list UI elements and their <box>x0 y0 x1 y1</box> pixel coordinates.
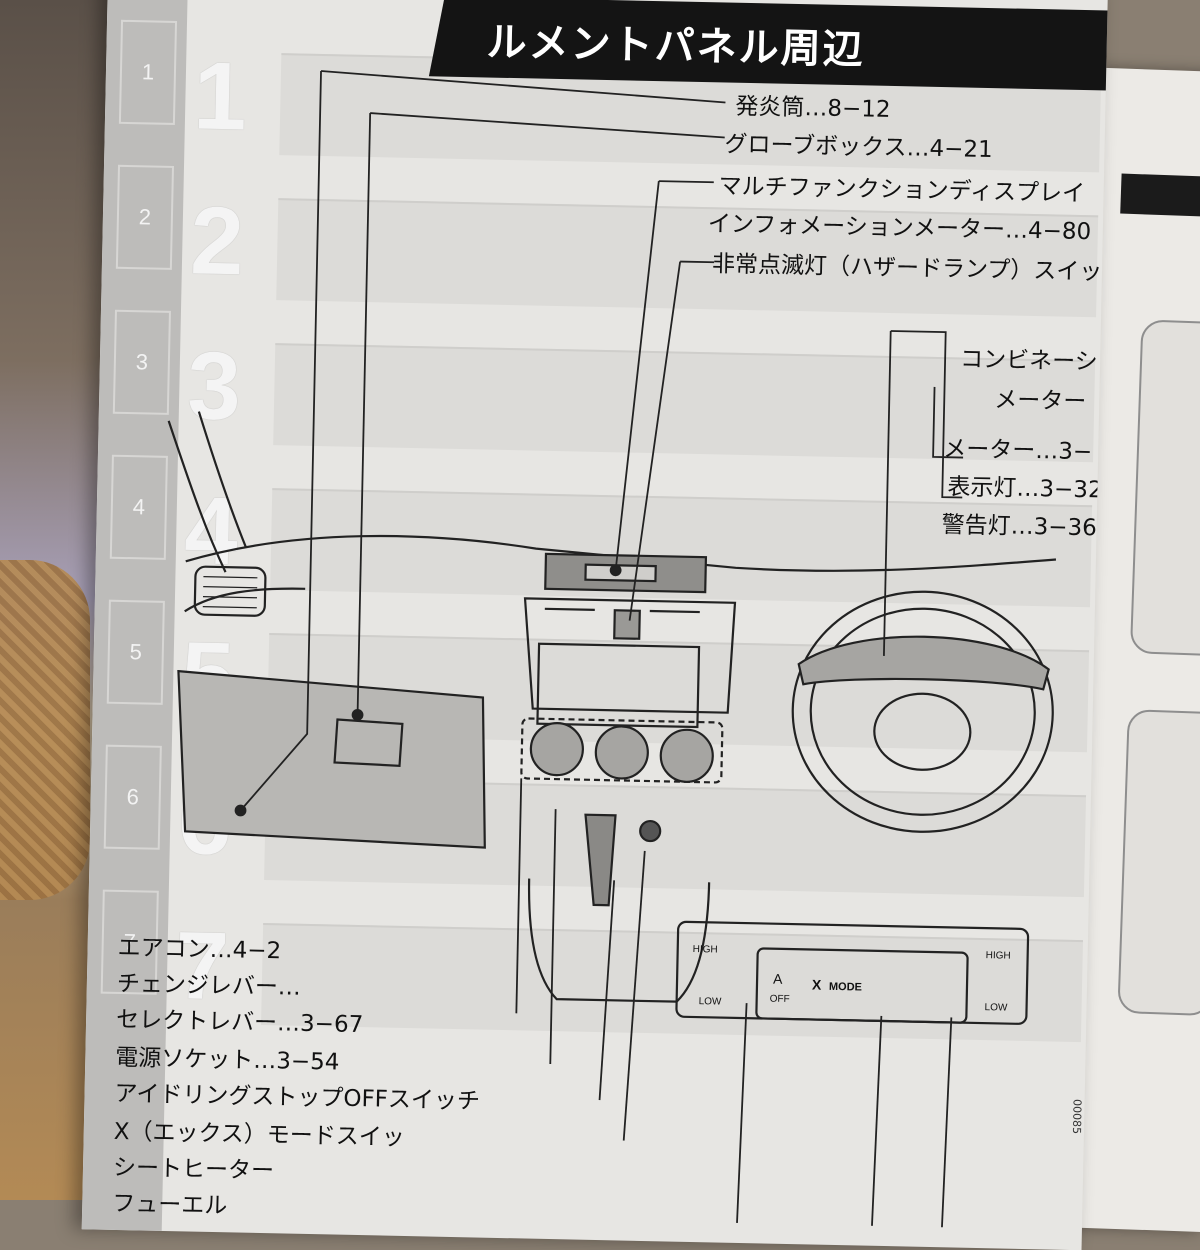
leader-lever <box>549 809 557 1065</box>
leader-seat-heater <box>941 1017 953 1228</box>
leader-select <box>598 880 616 1101</box>
leader-flare-h <box>320 70 726 104</box>
adjacent-page-header-bar <box>1120 173 1200 218</box>
callout-glove-box: グローブボックス…4−21 <box>724 131 993 164</box>
glovebox-marker <box>351 709 364 721</box>
leader-hazard-h <box>680 260 715 264</box>
seat-heater-high-label-right: HIGH <box>986 950 1011 962</box>
leader-mfd-h <box>658 180 714 184</box>
flare-marker <box>234 804 247 817</box>
center-vents <box>544 607 700 614</box>
ac-panel-outline <box>520 717 724 784</box>
audio-panel <box>536 642 701 729</box>
callout-change-lever: チェンジレバー… <box>116 970 302 1001</box>
callout-x-mode-switch: X（エックス）モードスイッ <box>113 1118 406 1151</box>
callout-combination: コンビネーション <box>959 346 1108 377</box>
select-lever <box>584 813 617 907</box>
callout-flare: 発炎筒…8−12 <box>735 93 891 123</box>
leader-mfd <box>614 181 660 571</box>
leader-glovebox <box>356 113 372 715</box>
lower-switch-panel <box>675 920 1030 1025</box>
idle-stop-off-label: OFF <box>770 994 790 1005</box>
leader-meter-branch <box>890 330 963 499</box>
leader-hazard <box>628 261 682 621</box>
leader-glovebox-h <box>370 112 725 139</box>
power-socket <box>639 819 662 843</box>
callout-select-lever: セレクトレバー…3−67 <box>115 1006 364 1039</box>
steering-wheel-rim <box>791 590 1054 833</box>
center-panel <box>523 597 737 714</box>
left-vent-slats <box>202 576 258 609</box>
left-vent <box>193 565 267 617</box>
leader-meter <box>883 330 892 656</box>
console-outline <box>527 878 711 1003</box>
wicker-basket <box>0 560 90 900</box>
callout-fuel: フューエル <box>111 1190 228 1220</box>
figure-code: 00085 <box>1069 1098 1084 1135</box>
callout-indicator-lamp: 表示灯…3−32 <box>947 474 1103 504</box>
mfd-marker <box>609 564 622 577</box>
xmode-mode-label: MODE <box>829 981 862 994</box>
center-switch-panel <box>755 947 969 1024</box>
leader-idle-stop <box>736 1003 748 1224</box>
seat-heater-high-label-left: HIGH <box>693 944 718 956</box>
ac-dial-left <box>529 721 584 777</box>
leader-xmode <box>871 1015 883 1226</box>
callout-meter: メーター…3− <box>942 436 1093 466</box>
combination-meter-shape <box>797 635 1050 691</box>
seat-heater-low-label-left: LOW <box>699 996 723 1007</box>
leader-socket <box>622 850 646 1141</box>
idle-stop-a-label: A <box>773 971 783 987</box>
a-pillar-line <box>167 420 227 573</box>
steering-wheel-inner <box>809 607 1036 816</box>
hazard-switch-shape <box>613 609 641 640</box>
adjacent-page-figure-2 <box>1117 709 1200 1017</box>
leader-ac <box>515 778 523 1014</box>
ac-dial-center <box>594 725 649 780</box>
adjacent-page-figure-1 <box>1129 319 1200 657</box>
callout-air-conditioner: エアコン…4−2 <box>117 934 282 965</box>
callout-warning-lamp: 警告灯…3−36 <box>941 512 1098 542</box>
dash-left-edge <box>184 587 306 613</box>
glove-box-handle <box>333 718 404 767</box>
xmode-x-label: X <box>812 976 822 992</box>
instrument-panel-diagram: HIGH LOW HIGH LOW A OFF X MODE <box>167 70 1057 1228</box>
leader-flare <box>239 70 322 812</box>
a-pillar-line-2 <box>197 411 248 548</box>
callout-power-socket: 電源ソケット…3−54 <box>115 1044 340 1076</box>
steering-hub <box>873 692 972 771</box>
ac-dial-right <box>659 728 714 783</box>
manual-page: 1 2 3 4 5 6 7 1 2 3 4 5 6 7 ルメントパネル周辺 <box>81 0 1108 1250</box>
glove-box-shape <box>177 669 486 849</box>
callout-seat-heater: シートヒーター <box>112 1154 275 1185</box>
seat-heater-low-label-right: LOW <box>984 1002 1008 1013</box>
dash-top-line <box>185 534 1057 572</box>
leader-meter-branch-2 <box>932 386 964 459</box>
callout-meter-label: メーター <box>994 387 1087 416</box>
